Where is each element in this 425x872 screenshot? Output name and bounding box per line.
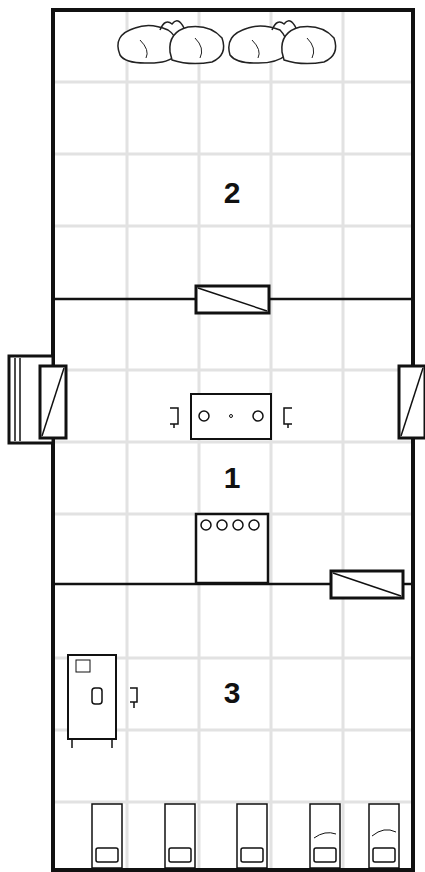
- room-number: 2: [224, 178, 241, 208]
- grid: [53, 10, 413, 870]
- inner-wall: [53, 299, 413, 584]
- outer-wall: [53, 10, 413, 870]
- sacks: [118, 21, 336, 64]
- desk: [68, 655, 137, 748]
- table: [170, 394, 292, 439]
- stove: [196, 514, 268, 583]
- room-number: 1: [224, 463, 241, 493]
- beds: [92, 804, 399, 868]
- door: [9, 286, 425, 598]
- room-number: 3: [224, 678, 241, 708]
